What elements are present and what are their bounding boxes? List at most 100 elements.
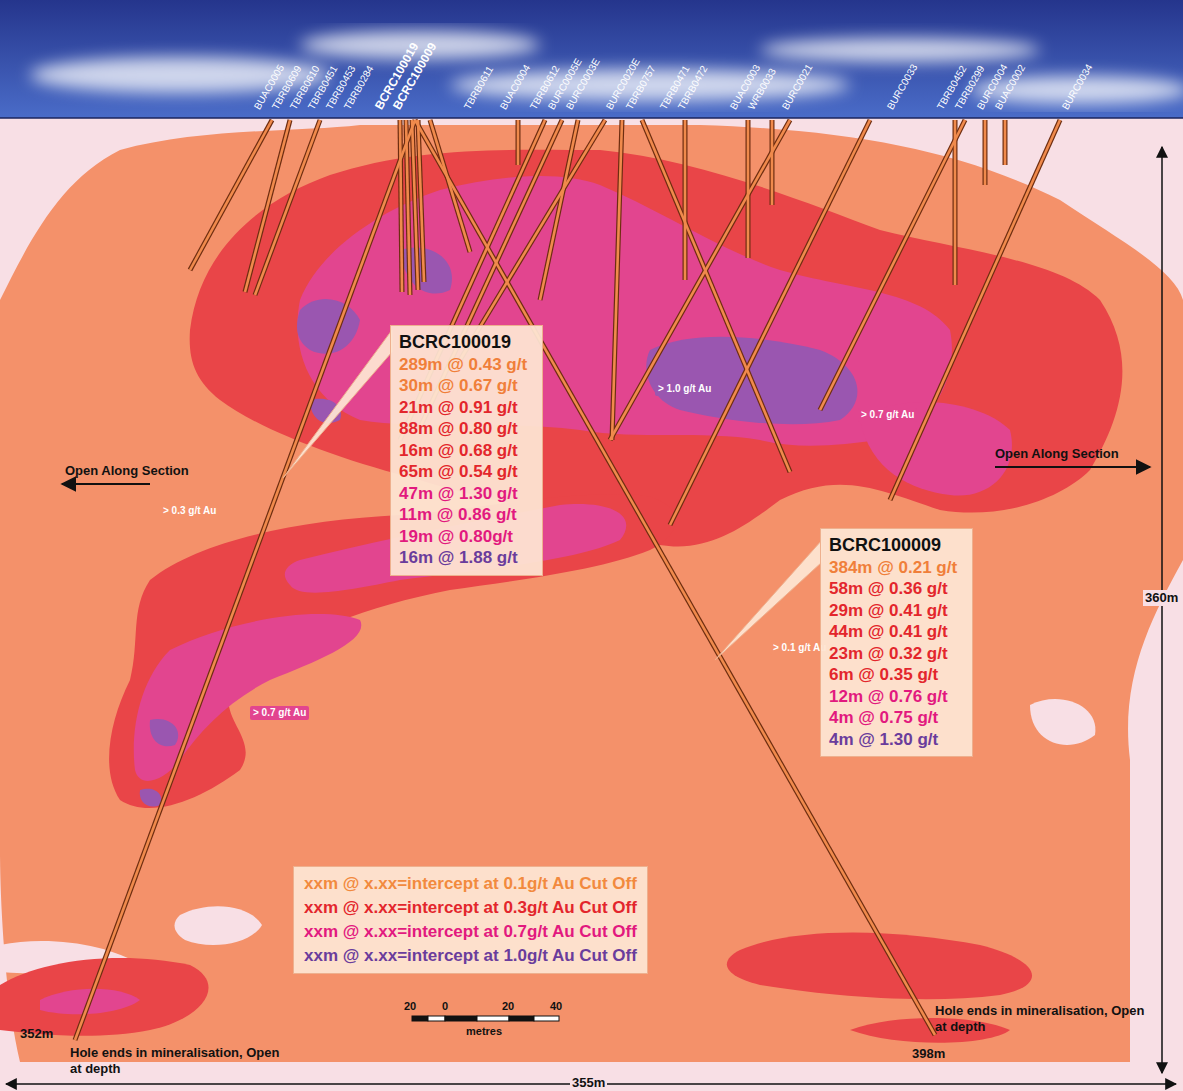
grade-zone — [285, 504, 626, 593]
grade-label: > 0.7 g/t Au — [250, 706, 309, 720]
legend-text: xxm @ x.xx=intercept at 0.1g/t Au Cut Of… — [304, 874, 637, 893]
drill-hole — [890, 120, 1060, 500]
intercept-text: 47m @ 1.30 g/t — [399, 483, 532, 505]
grade-envelope-0-1 — [0, 125, 1183, 1062]
sky — [0, 0, 1183, 118]
legend-text: xxm @ x.xx=intercept at 0.3g/t Au Cut Of… — [304, 898, 637, 917]
scale-number: 0 — [442, 1000, 448, 1013]
open-arrow — [995, 466, 1150, 468]
hole-end-note: Hole ends in mineralisation, Open at dep… — [935, 1003, 1150, 1034]
intercept-text: 58m @ 0.36 g/t — [829, 578, 962, 600]
intercept-text: 44m @ 0.41 g/t — [829, 621, 962, 643]
dimension-line — [1161, 147, 1163, 1073]
drill-hole-core — [1004, 120, 1007, 165]
drill-hole — [683, 120, 688, 280]
scale-number: 40 — [550, 1000, 562, 1013]
depth-label: 352m — [20, 1026, 53, 1042]
drill-hole — [612, 120, 622, 440]
drill-hole-core — [670, 120, 870, 525]
depth-label: 398m — [912, 1046, 945, 1062]
drill-hole-core — [540, 120, 578, 300]
grade-envelope-1-0 — [140, 247, 858, 806]
hole-name: BCRC100019 — [399, 332, 532, 354]
drill-hole-core — [610, 120, 790, 440]
intercept-text: 4m @ 0.75 g/t — [829, 707, 962, 729]
intercept-text: 384m @ 0.21 g/t — [829, 557, 962, 579]
drill-hole-core — [412, 120, 418, 290]
grade-zone — [297, 299, 360, 354]
intercept-text: 16m @ 0.68 g/t — [399, 440, 532, 462]
legend-entry: xxm @ x.xx=intercept at 0.1g/t Au Cut Of… — [304, 872, 637, 896]
intercept-text: 29m @ 0.41 g/t — [829, 600, 962, 622]
hole-name: BCRC100009 — [829, 535, 962, 557]
barren-pocket — [175, 906, 262, 945]
drill-hole-core — [418, 120, 424, 282]
grade-label: > 1.0 g/t Au — [655, 382, 714, 396]
scale-unit: metres — [466, 1025, 502, 1038]
drill-hole-core — [245, 120, 290, 292]
drill-hole — [255, 120, 320, 295]
barren-pocket — [1030, 699, 1095, 745]
grade-zone — [727, 933, 1032, 1000]
drill-hole — [983, 120, 988, 185]
drill-hole-core — [771, 120, 774, 205]
drill-hole-core — [890, 120, 1060, 500]
intercept-text: 289m @ 0.43 g/t — [399, 354, 532, 376]
grade-zone — [140, 789, 162, 807]
grade-envelope-0-7 — [40, 176, 1012, 1014]
intercept-text: 4m @ 1.30 g/t — [829, 729, 962, 751]
drill-hole — [418, 120, 424, 282]
scale-number: 20 — [404, 1000, 416, 1013]
drill-hole-core — [747, 120, 750, 258]
drill-hole — [516, 120, 521, 165]
drill-hole-core — [517, 120, 520, 165]
intercept-text: 23m @ 0.32 g/t — [829, 643, 962, 665]
drill-hole — [820, 120, 965, 410]
drill-hole-core — [820, 120, 965, 410]
grade-zone — [0, 958, 209, 1036]
legend-entry: xxm @ x.xx=intercept at 0.7g/t Au Cut Of… — [304, 920, 637, 944]
intercept-text: 30m @ 0.67 g/t — [399, 375, 532, 397]
intercept-text: 88m @ 0.80 g/t — [399, 418, 532, 440]
drill-hole-core — [400, 120, 402, 292]
grade-label: > 0.7 g/t Au — [858, 408, 917, 422]
drill-hole-core — [954, 120, 957, 285]
scale-segment — [412, 1016, 428, 1021]
drill-hole-core — [190, 120, 272, 270]
legend-text: xxm @ x.xx=intercept at 1.0g/t Au Cut Of… — [304, 946, 637, 965]
drill-hole — [670, 120, 870, 525]
dimension-label: 355m — [570, 1075, 607, 1091]
intercept-text: 6m @ 0.35 g/t — [829, 664, 962, 686]
cloud — [760, 38, 1040, 62]
legend-entry: xxm @ x.xx=intercept at 1.0g/t Au Cut Of… — [304, 944, 637, 968]
drill-hole-core — [612, 120, 622, 440]
drill-hole — [540, 120, 578, 300]
surface-line — [0, 117, 1183, 119]
legend-box: xxm @ x.xx=intercept at 0.1g/t Au Cut Of… — [293, 866, 648, 974]
grade-zone — [150, 719, 178, 746]
drill-hole-core — [684, 120, 687, 280]
scale-segment — [477, 1016, 509, 1021]
intercept-text: 19m @ 0.80g/t — [399, 526, 532, 548]
drill-hole-core — [460, 120, 605, 360]
drill-hole — [770, 120, 775, 205]
scale-segment — [509, 1016, 534, 1021]
scale-segment — [445, 1016, 477, 1021]
scale-number: 20 — [502, 1000, 514, 1013]
drill-hole-core — [984, 120, 987, 185]
section-note: Open Along Section — [995, 446, 1119, 462]
hole-end-note: Hole ends in mineralisation, Open at dep… — [70, 1045, 285, 1076]
callout-box: BCRC100009384m @ 0.21 g/t58m @ 0.36 g/t2… — [820, 528, 973, 757]
section-note: Open Along Section — [65, 463, 189, 479]
drill-hole-core — [430, 120, 470, 252]
drill-hole — [1003, 120, 1008, 165]
callout-box: BCRC100019289m @ 0.43 g/t30m @ 0.67 g/t2… — [390, 325, 543, 576]
legend-text: xxm @ x.xx=intercept at 0.7g/t Au Cut Of… — [304, 922, 637, 941]
drill-hole-core — [642, 120, 790, 472]
intercept-text: 65m @ 0.54 g/t — [399, 461, 532, 483]
drill-hole-core — [255, 120, 320, 295]
legend-entry: xxm @ x.xx=intercept at 0.3g/t Au Cut Of… — [304, 896, 637, 920]
drill-holes — [75, 120, 1060, 1040]
scale-segment — [534, 1016, 559, 1021]
